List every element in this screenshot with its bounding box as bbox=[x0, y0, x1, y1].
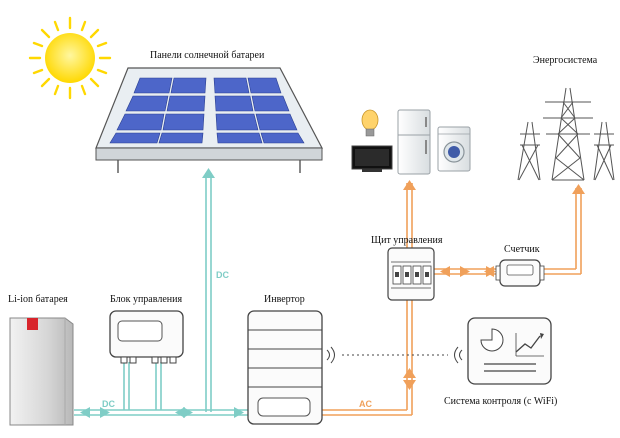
inverter-label: Инвертор bbox=[264, 294, 305, 305]
control-unit-label: Блок управления bbox=[110, 294, 183, 305]
battery-icon bbox=[9, 317, 74, 426]
switchboard-icon bbox=[387, 247, 435, 301]
light-bulb-icon bbox=[361, 109, 379, 137]
wifi-signal-icon bbox=[326, 346, 463, 364]
washing-machine-icon bbox=[437, 126, 471, 172]
dc-arrowheads bbox=[80, 168, 244, 418]
dc-battery-flow-label: DC bbox=[102, 399, 115, 409]
monitoring-tablet-icon bbox=[467, 317, 552, 385]
monitoring-label: Система контроля (с WiFi) bbox=[444, 396, 558, 407]
sun-icon bbox=[28, 16, 112, 100]
tv-icon bbox=[351, 145, 393, 172]
meter-icon bbox=[495, 259, 545, 287]
dc-panel-flow-label: DC bbox=[216, 270, 229, 280]
inverter-icon bbox=[247, 310, 323, 425]
meter-label: Счетчик bbox=[504, 244, 540, 255]
ac-output-flow-label: AC bbox=[359, 399, 372, 409]
ac-arrowheads bbox=[403, 180, 585, 390]
solar-panel-icon bbox=[95, 67, 323, 173]
power-tower-icon bbox=[517, 87, 615, 181]
battery-label: Li-ion батарея bbox=[8, 294, 68, 305]
refrigerator-icon bbox=[397, 109, 431, 175]
switchboard-label: Щит управления bbox=[371, 235, 443, 246]
energy-system-label: Энергосистема bbox=[533, 55, 598, 66]
solar-panels-label: Панели солнечной батареи bbox=[150, 50, 265, 61]
control-unit-icon bbox=[109, 310, 184, 364]
